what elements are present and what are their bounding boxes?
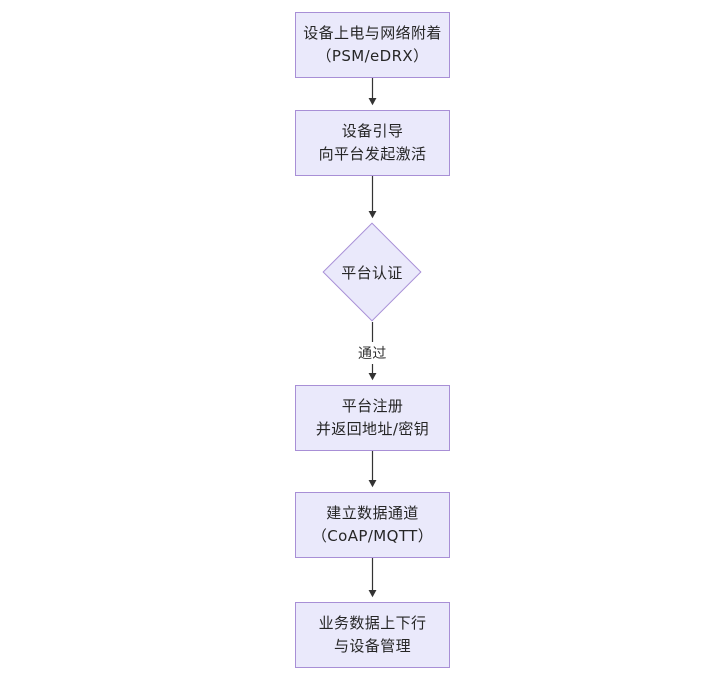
node-data-flow-line2: 与设备管理: [333, 637, 411, 655]
node-power-on-line2: （PSM/eDRX）: [316, 47, 429, 65]
node-channel-line2: （CoAP/MQTT）: [311, 527, 434, 545]
node-register-line2: 并返回地址/密钥: [315, 420, 430, 438]
node-power-on-line1: 设备上电与网络附着: [303, 23, 442, 42]
node-power-on[interactable]: 设备上电与网络附着 （PSM/eDRX）: [295, 12, 450, 78]
node-channel-line1: 建立数据通道: [326, 503, 419, 522]
node-bootstrap[interactable]: 设备引导 向平台发起激活: [295, 110, 450, 176]
node-bootstrap-line2: 向平台发起激活: [318, 145, 427, 163]
edge-label-pass: 通过: [355, 342, 390, 364]
node-auth-decision[interactable]: 平台认证: [322, 222, 422, 322]
node-bootstrap-line1: 设备引导: [341, 121, 404, 140]
node-channel[interactable]: 建立数据通道 （CoAP/MQTT）: [295, 492, 450, 558]
node-data-flow-line1: 业务数据上下行: [318, 613, 427, 632]
node-register[interactable]: 平台注册 并返回地址/密钥: [295, 385, 450, 451]
node-data-flow[interactable]: 业务数据上下行 与设备管理: [295, 602, 450, 668]
node-auth-label: 平台认证: [341, 263, 403, 282]
node-register-line1: 平台注册: [341, 396, 404, 415]
